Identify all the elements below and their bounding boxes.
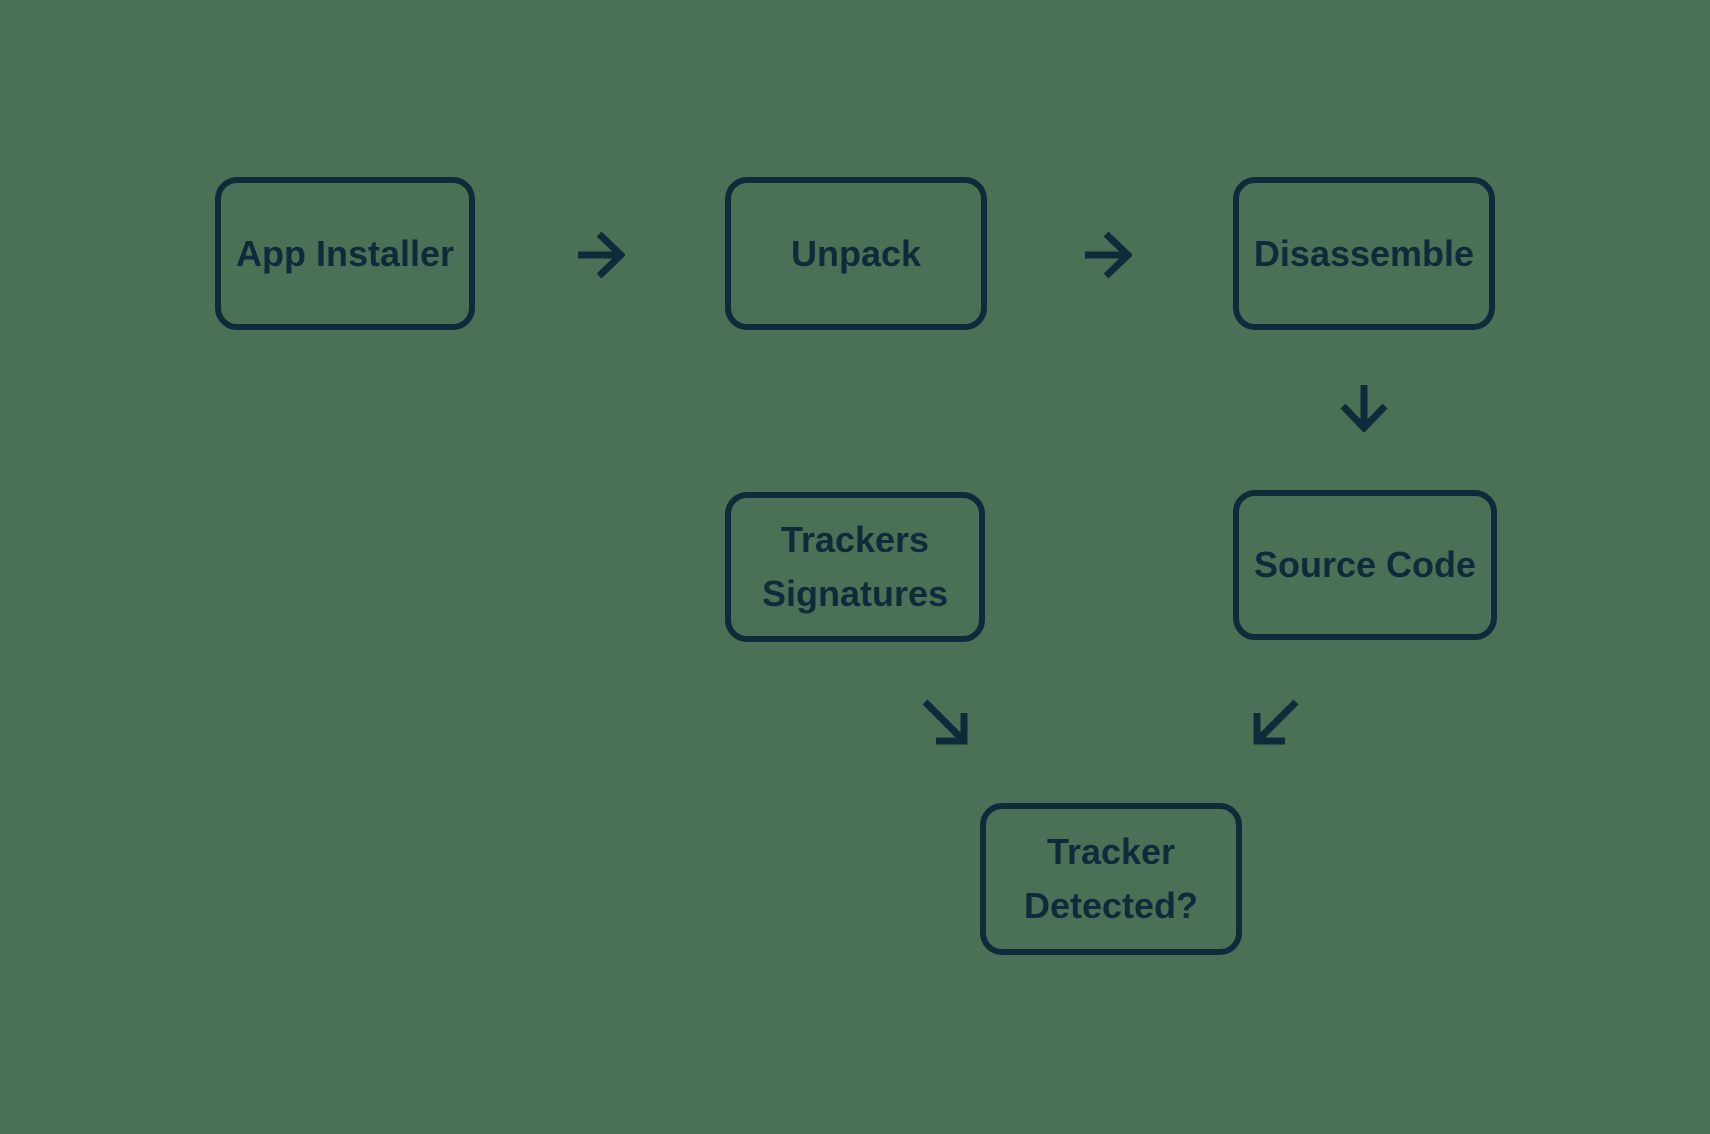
arrow-down-left-icon [1252, 698, 1300, 746]
node-unpack-label: Unpack [790, 232, 922, 274]
node-source-code: Source Code [1233, 490, 1497, 640]
node-disassemble-label: Disassemble [1253, 232, 1475, 274]
node-trackers-signatures-label: Trackers Signatures [761, 519, 949, 614]
node-app-installer-label: App Installer [235, 232, 455, 274]
node-source-code-label: Source Code [1253, 544, 1477, 585]
node-app-installer: App Installer [215, 177, 475, 330]
node-tracker-detected-label: Tracker Detected? [1023, 831, 1199, 926]
node-trackers-signatures: Trackers Signatures [725, 492, 985, 642]
arrow-down-right-icon [921, 698, 969, 746]
arrow-right-icon [1084, 231, 1132, 279]
node-unpack: Unpack [725, 177, 987, 330]
node-tracker-detected: Tracker Detected? [980, 803, 1242, 955]
arrow-down-icon [1340, 384, 1388, 432]
node-disassemble: Disassemble [1233, 177, 1495, 330]
arrow-right-icon [577, 231, 625, 279]
